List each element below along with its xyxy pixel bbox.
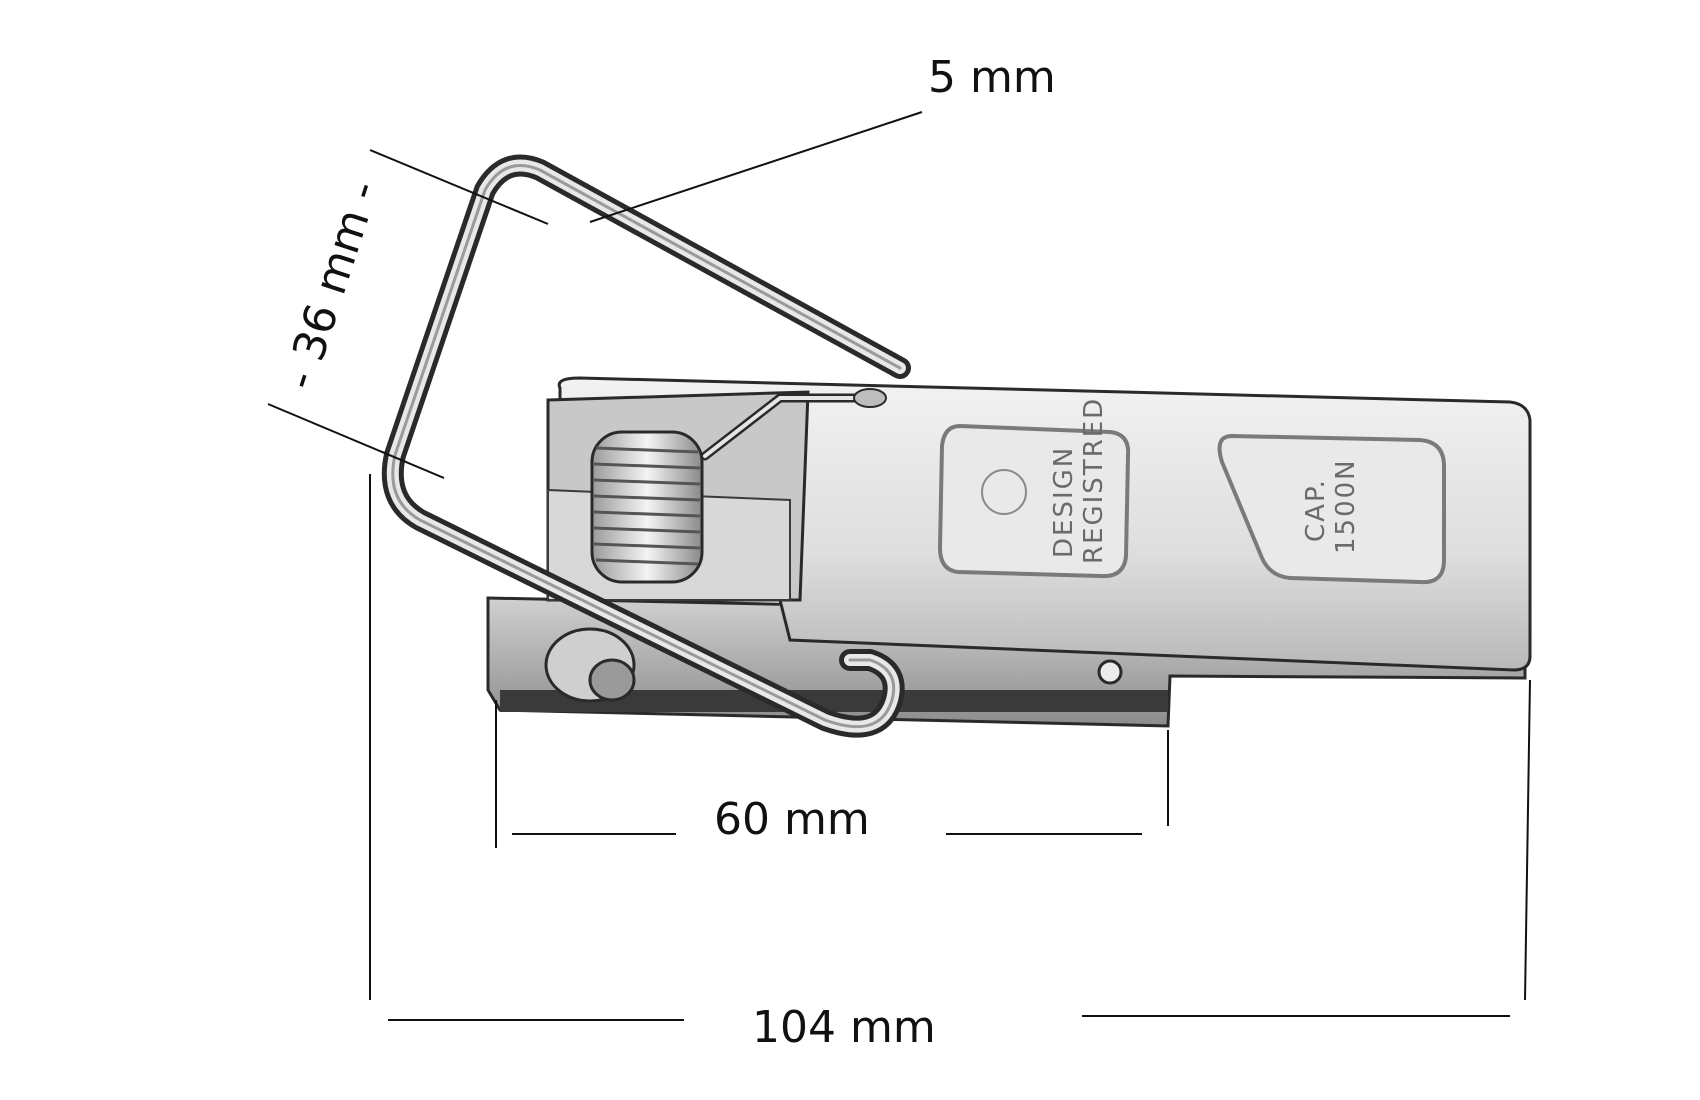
wire-diameter-leader [589,111,923,223]
arm-tip [853,388,887,408]
pad-marking-cap: CAP. [1301,478,1331,542]
base-length-label: 60 mm [714,794,870,845]
pad-marking-design: DESIGN [1049,446,1079,558]
base-hole [1097,659,1123,685]
bail-width-extension-top [369,149,549,225]
overall-length-extension-right [1524,679,1531,1001]
pad-marking-registred: REGISTRED [1079,397,1109,564]
pad-marking-load: 1500N [1331,458,1361,554]
base-bracket-shadow [500,690,1168,712]
bail-width-extension-bottom [267,403,445,479]
wire-bail [381,154,911,738]
wire-diameter-label: 5 mm [928,52,1056,103]
bail-width-label: - 36 mm - [274,175,389,396]
registered-logo-icon [981,469,1027,515]
left-embossed-pad: DESIGN REGISTRED [937,397,1131,579]
spring-coil [590,430,704,584]
hinge-pin [588,658,636,702]
overall-length-label: 104 mm [752,1002,936,1053]
right-embossed-pad: CAP. 1500N [1217,433,1446,585]
latch-illustration: DESIGN REGISTRED CAP. 1500N [381,154,1532,738]
